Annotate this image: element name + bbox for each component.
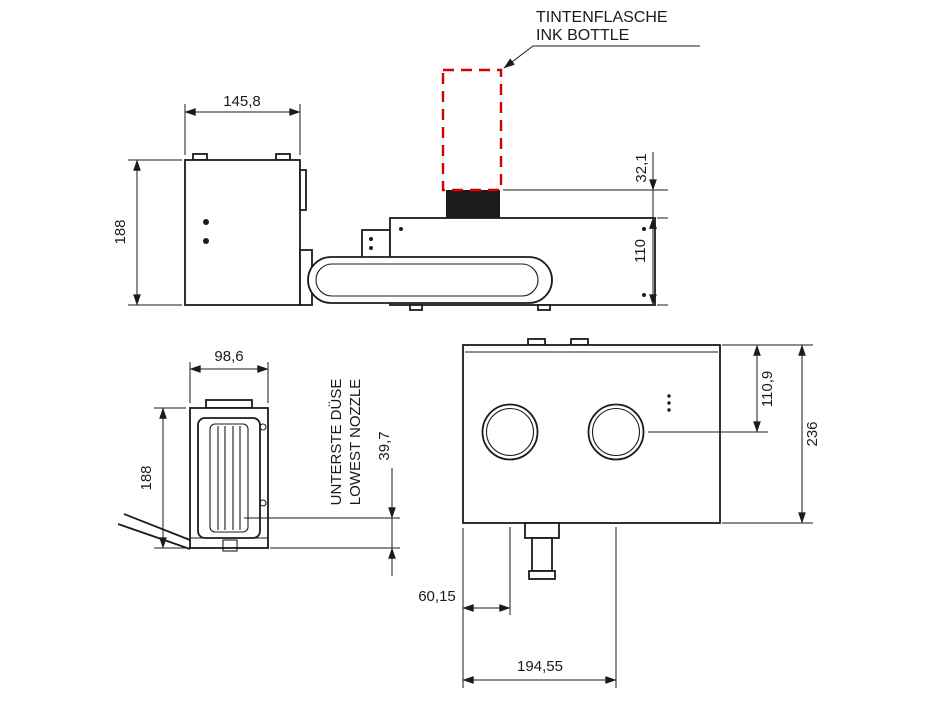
screw-dot — [642, 293, 646, 297]
grille-slats — [217, 426, 241, 530]
cabinet-side-tab — [299, 169, 307, 211]
dim-top-circle2-horiz: 194,55 — [462, 527, 617, 688]
port-circle-1-inner — [485, 407, 535, 457]
mount-foot — [537, 304, 551, 311]
printhead-top-body — [462, 344, 721, 524]
dim-side-height-label: 188 — [112, 219, 129, 244]
dim-top-circle1v-label: 110,9 — [759, 371, 776, 407]
indicator-dot — [667, 394, 671, 398]
dim-front-width-label: 98,6 — [214, 348, 243, 365]
umbilical-arm — [307, 256, 553, 304]
extension-lines — [722, 344, 813, 524]
dim-top-circle1-horiz: 60,15 — [418, 527, 511, 688]
dim-top-circle2h-label: 194,55 — [517, 658, 563, 675]
lowest-nozzle-annotation: UNTERSTE DÜSE LOWEST NOZZLE 39,7 — [244, 379, 400, 576]
dim-bottle-inset-label: 32,1 — [633, 153, 650, 182]
nozzle-note-de: UNTERSTE DÜSE — [327, 379, 345, 506]
screw-dot — [369, 237, 373, 241]
dim-top-circle1h-label: 60,15 — [418, 588, 456, 605]
screw-dot — [642, 227, 646, 231]
nozzle-note-en: LOWEST NOZZLE — [347, 379, 364, 505]
indicator-dot — [667, 408, 671, 412]
stub-bracket — [524, 522, 560, 539]
callout-leader-line — [503, 45, 534, 69]
stub-cylinder — [531, 537, 553, 572]
screw-hole — [259, 423, 267, 431]
dim-head-height-label: 110 — [632, 239, 649, 263]
nozzle-grille — [209, 423, 249, 533]
screw-dot — [203, 219, 209, 225]
port-circle-2-inner — [591, 407, 641, 457]
umbilical-arm-inner — [315, 263, 539, 297]
ink-bottle-phantom-outline — [441, 68, 503, 192]
dim-cabinet-width: 145,8 — [184, 93, 301, 155]
extension-lines — [244, 517, 400, 549]
mount-foot — [409, 304, 423, 311]
screw-dot — [203, 238, 209, 244]
head-top-bump — [205, 399, 253, 409]
dim-side-width-label: 145,8 — [223, 93, 261, 110]
top-view — [462, 338, 721, 580]
dim-top-circle1-vert: 110,9 — [648, 344, 776, 433]
dim-front-height-label: 188 — [138, 465, 155, 490]
front-view — [117, 399, 269, 552]
dim-nozzle-label: 39,7 — [376, 431, 393, 460]
dim-bottle-inset: 32,1 — [503, 152, 668, 248]
extension-lines — [503, 189, 668, 219]
printhead-front-body — [189, 407, 269, 549]
indicator-dot — [667, 401, 671, 405]
screw-dot — [399, 227, 403, 231]
extension-lines — [189, 362, 269, 403]
side-view — [184, 153, 656, 311]
nozzle-outlet — [222, 539, 238, 552]
stub-foot — [528, 570, 556, 580]
arm-bracket — [361, 229, 391, 259]
dim-head-height: 110 — [632, 217, 668, 306]
port-circle-2 — [587, 403, 645, 461]
ink-bottle-port — [446, 190, 500, 218]
dim-front-width: 98,6 — [189, 348, 269, 403]
screw-dot — [369, 246, 373, 250]
port-circle-1 — [481, 403, 539, 461]
dim-front-height: 188 — [138, 407, 186, 549]
cable-lines — [117, 513, 191, 550]
extension-lines — [128, 159, 182, 306]
ink-bottle-callout: TINTENFLASCHE INK BOTTLE — [503, 9, 700, 69]
controller-cabinet — [184, 159, 301, 306]
dim-top-height-label: 236 — [804, 421, 821, 446]
screw-hole — [259, 499, 267, 507]
dim-cabinet-height: 188 — [112, 159, 182, 306]
callout-label-en: INK BOTTLE — [536, 27, 629, 44]
callout-label-de: TINTENFLASCHE — [536, 9, 668, 26]
dim-top-height: 236 — [722, 344, 821, 524]
